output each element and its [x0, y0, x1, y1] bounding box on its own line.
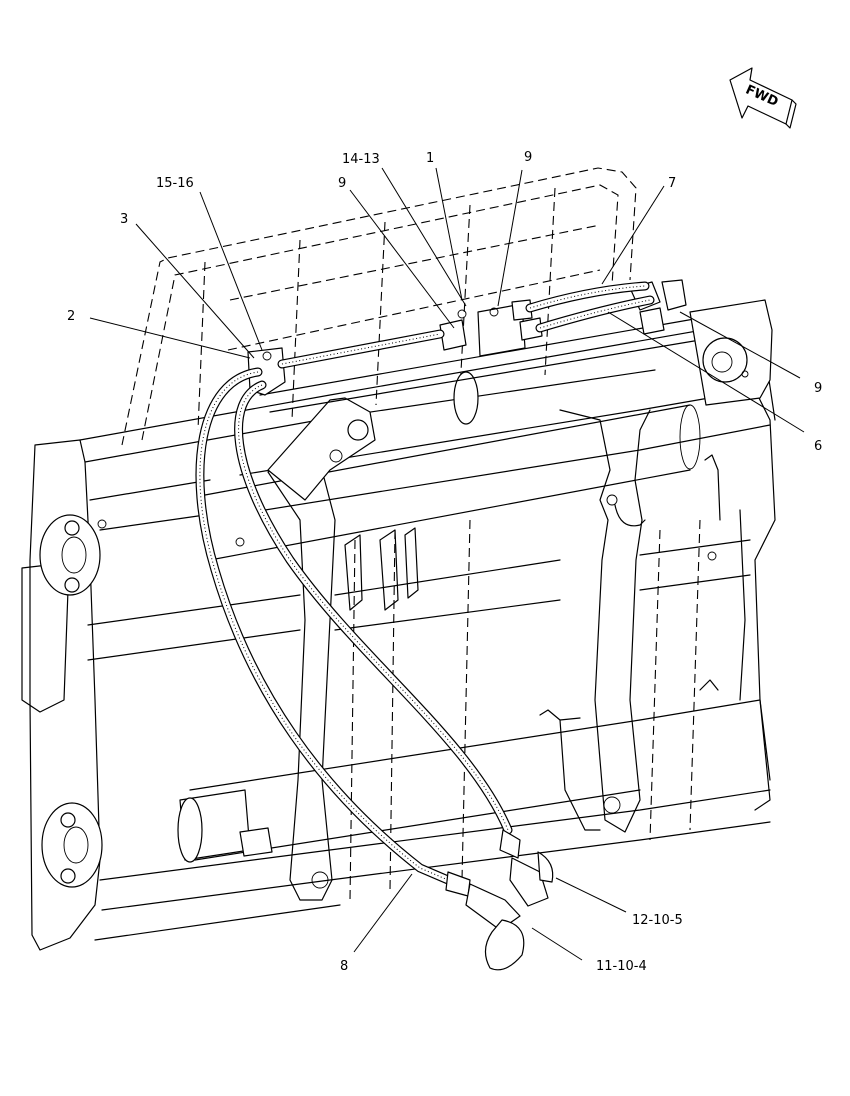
callout-2: 2 [67, 309, 75, 324]
callout-9-left: 9 [338, 176, 346, 191]
fwd-arrow-icon: FWD [729, 67, 797, 129]
callout-6: 6 [814, 439, 822, 454]
leader-lines [89, 167, 805, 961]
callout-12-10-5: 12-10-5 [632, 913, 683, 928]
callout-15-16: 15-16 [156, 176, 194, 191]
callout-7: 7 [668, 176, 676, 191]
callouts: 14-13 1 9 15-16 9 7 3 2 9 6 12-10-5 8 11… [67, 150, 822, 974]
callout-9-top: 9 [524, 150, 532, 165]
callout-9-right: 9 [814, 381, 822, 396]
callout-1: 1 [426, 151, 434, 166]
hoses [195, 281, 655, 971]
callout-11-10-4: 11-10-4 [596, 959, 647, 974]
coupler-frame [21, 279, 776, 951]
callout-3: 3 [120, 212, 128, 227]
callout-8: 8 [340, 959, 348, 974]
callout-14-13: 14-13 [342, 152, 380, 167]
